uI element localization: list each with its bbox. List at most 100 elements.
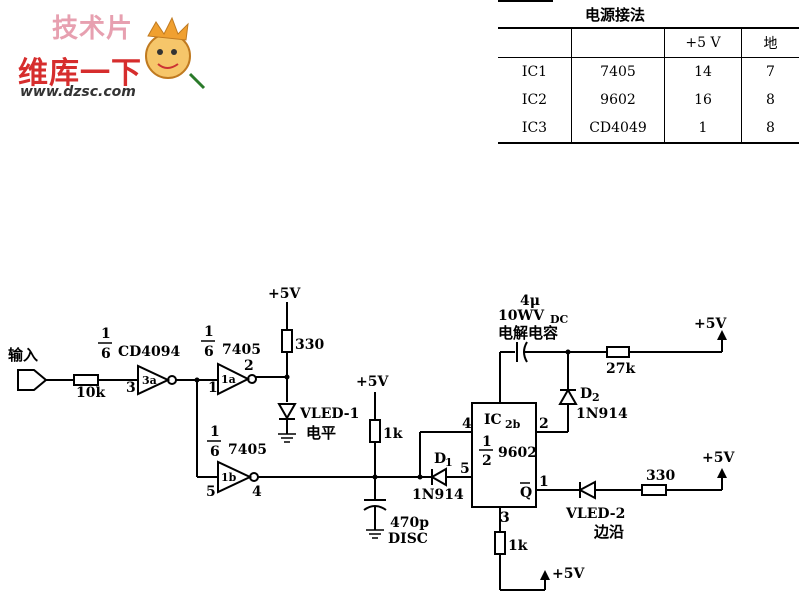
r-330-top-label: 330 — [295, 337, 324, 353]
gate1a-inverter — [217, 362, 251, 396]
arrow-icon — [717, 468, 727, 478]
vled1-led — [277, 403, 297, 421]
table-top-rule — [498, 0, 553, 2]
cap-elec-type: 电解电容 — [498, 324, 558, 342]
gate1a-name: 1a — [221, 373, 236, 386]
cell-part: CD4049 — [571, 114, 665, 144]
gate3a-pin: 3 — [126, 380, 136, 396]
gate1a-frac-den: 6 — [204, 344, 214, 360]
led2-desc: 边沿 — [593, 523, 624, 541]
r-1k-bottom-label: 1k — [508, 538, 528, 554]
d2-sub: 2 — [592, 391, 600, 404]
gate1b-pin-out: 4 — [252, 484, 262, 500]
r-27k-label: 27k — [606, 361, 635, 377]
vled2-led — [577, 480, 596, 500]
cell-vcc: 1 — [664, 114, 742, 144]
resistor-1k-bottom — [494, 531, 506, 555]
d2-part: 1N914 — [576, 406, 628, 422]
cell-ic: IC1 — [521, 64, 548, 80]
ic2-qbar: Q — [520, 485, 532, 501]
gate3a-buffer — [137, 364, 171, 396]
cell-part: 7405 — [571, 57, 665, 86]
ic2-pin3: 3 — [500, 510, 510, 526]
cell-vcc: 16 — [664, 86, 742, 114]
arrow-icon — [717, 330, 727, 340]
watermark-logo: 技术片 维库一下 www.dzsc.com — [8, 4, 208, 100]
cell-ic: IC3 — [498, 114, 572, 144]
gate3a-frac-den: 6 — [101, 346, 111, 362]
ic2-pin1: 1 — [539, 474, 549, 490]
led2-label: VLED-2 — [565, 506, 625, 522]
watermark-line1: 技术片 — [52, 14, 134, 44]
power-table: +5 V 地 IC1 7405 14 7 IC2 9602 16 8 IC3 C… — [498, 27, 799, 144]
gate1a-part: 7405 — [222, 342, 261, 358]
arrow-icon — [540, 570, 550, 580]
d1-name: D — [434, 451, 446, 467]
table-row: IC3 CD4049 1 8 — [498, 114, 799, 144]
watermark-url: www.dzsc.com — [20, 84, 136, 100]
gate1a-pin-in: 1 — [208, 380, 218, 396]
cap-elec-value: 4μ — [520, 293, 540, 309]
resistor-1k-mid — [369, 419, 381, 443]
vcc4-label: +5V — [702, 450, 735, 466]
cell-vcc: 14 — [664, 57, 742, 86]
d1-sub: 1 — [445, 456, 453, 469]
ic2-frac-num: 1 — [482, 434, 492, 450]
r-330-right-label: 330 — [646, 468, 675, 484]
ic2-pin4: 4 — [462, 416, 472, 432]
cap-elec-sub: DC — [550, 313, 569, 326]
ic2-name: IC — [484, 412, 502, 428]
cell-ic: IC2 — [521, 92, 548, 108]
gate1b-inverter — [217, 460, 253, 494]
ground-icon — [366, 529, 384, 539]
r-in-label: 10k — [76, 385, 105, 401]
cell-gnd: 7 — [741, 57, 799, 86]
gate1b-frac-den: 6 — [210, 444, 220, 460]
resistor-330-right — [641, 484, 667, 496]
gate1a-frac-num: 1 — [204, 324, 214, 340]
vcc2-label: +5V — [356, 374, 389, 390]
input-terminal — [17, 369, 48, 391]
table-header-row: +5 V 地 — [498, 27, 799, 58]
gate1b-frac-num: 1 — [210, 424, 220, 440]
ground-icon — [278, 433, 296, 443]
gate1b-part: 7405 — [228, 442, 267, 458]
gate1a-bubble — [247, 374, 257, 384]
header-cell — [571, 27, 665, 58]
d1-part: 1N914 — [412, 487, 464, 503]
resistor-27k — [606, 346, 630, 358]
table-row: IC2 9602 16 8 — [498, 86, 799, 114]
gate1b-name: 1b — [221, 471, 237, 484]
input-label: 输入 — [8, 346, 38, 364]
table-row: IC1 7405 14 7 — [498, 57, 799, 86]
cap-elec-rating: 10WV — [498, 308, 545, 324]
d1-diode — [429, 467, 447, 487]
gate3a-frac-num: 1 — [101, 326, 111, 342]
d2-diode — [558, 387, 578, 405]
cell-gnd: 8 — [741, 114, 799, 144]
d2-name: D — [580, 386, 592, 402]
cell-gnd: 8 — [741, 86, 799, 114]
resistor-330-top — [281, 329, 293, 353]
ic2-box — [471, 402, 537, 508]
mascot-icon — [145, 16, 206, 90]
ic2-pin2: 2 — [539, 416, 549, 432]
cell-part: 9602 — [571, 86, 665, 114]
gate3a-part: CD4094 — [118, 344, 181, 360]
led1-desc: 电平 — [306, 424, 336, 442]
ic2-frac-den: 2 — [482, 453, 492, 469]
cap-disc-type: DISC — [388, 531, 428, 547]
gate3a-name: 3a — [142, 374, 157, 387]
cap-disc-value: 470p — [390, 515, 429, 531]
ic2-pin5: 5 — [460, 461, 470, 477]
resistor-10k — [73, 374, 99, 386]
gate1a-pin-out: 2 — [244, 358, 254, 374]
ic2-part: 9602 — [498, 445, 537, 461]
gate1b-pin-in: 5 — [206, 484, 216, 500]
ic2-sub: 2b — [505, 418, 521, 431]
vcc5-label: +5V — [552, 566, 585, 582]
junction — [372, 474, 378, 480]
vcc1-label: +5V — [268, 286, 301, 302]
r-1k-mid-label: 1k — [383, 426, 403, 442]
